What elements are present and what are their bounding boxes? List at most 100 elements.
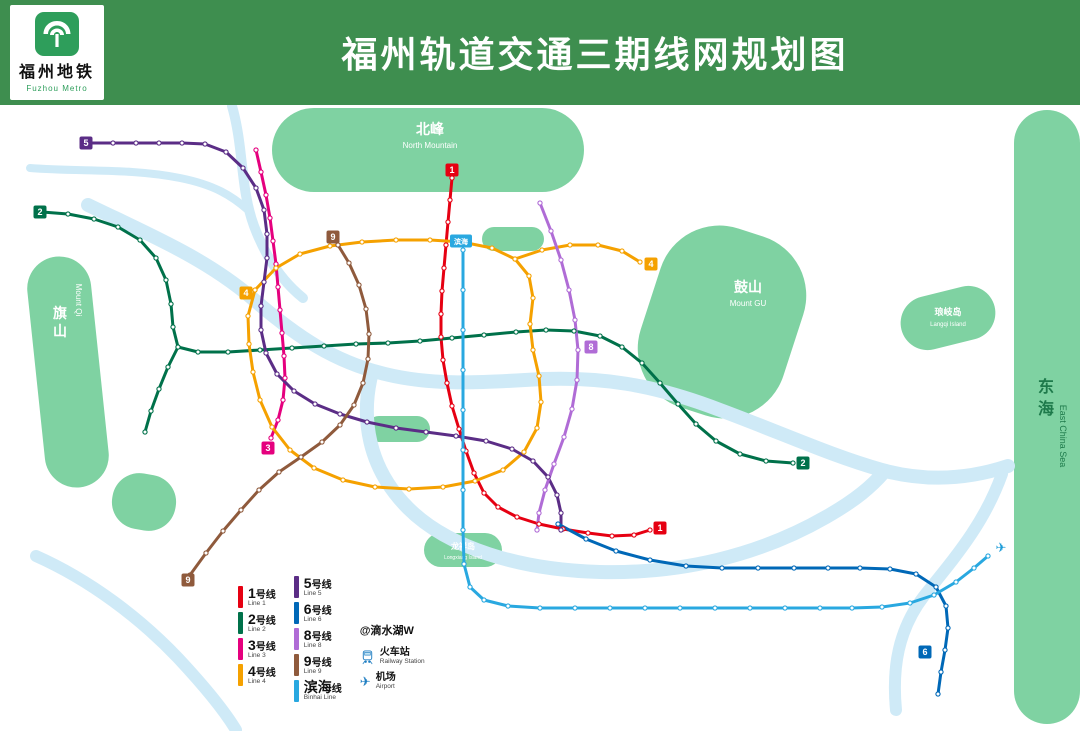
station-dot bbox=[817, 605, 823, 611]
legend-line-name: 3号线 bbox=[248, 636, 276, 653]
station-dot bbox=[585, 530, 591, 536]
station-dot bbox=[566, 287, 572, 293]
river-2 bbox=[30, 550, 242, 731]
station-dot bbox=[495, 504, 501, 510]
legend-line-name: 滨海线 bbox=[303, 678, 342, 695]
station-dot bbox=[269, 424, 275, 430]
legend-line-name: 9号线 bbox=[303, 652, 332, 669]
station-dot bbox=[943, 603, 949, 609]
station-dot bbox=[156, 140, 162, 146]
line-3-path bbox=[254, 148, 287, 440]
station-dot bbox=[238, 507, 244, 513]
line-bh-path bbox=[461, 248, 990, 610]
station-dot bbox=[460, 487, 466, 493]
station-dot bbox=[443, 242, 449, 248]
station-dot bbox=[567, 242, 573, 248]
station-dot bbox=[572, 605, 578, 611]
station-dot bbox=[280, 397, 286, 403]
legend-airport-label: 机场 bbox=[375, 672, 396, 684]
station-dot bbox=[530, 295, 536, 301]
legend-line-name-en: Line 1 bbox=[248, 600, 266, 608]
station-dot bbox=[571, 328, 577, 334]
station-dot bbox=[366, 331, 372, 337]
station-dot bbox=[153, 255, 159, 261]
page-title: 福州轨道交通三期线网规划图 bbox=[341, 34, 849, 75]
line-4-badge bbox=[239, 286, 253, 300]
station-dot bbox=[253, 185, 259, 191]
station-dot bbox=[257, 397, 263, 403]
station-dot bbox=[609, 533, 615, 539]
header: 福州地铁 Fuzhou Metro 福州轨道交通三期线网规划图 bbox=[0, 0, 1080, 105]
station-dot bbox=[364, 419, 370, 425]
station-dot bbox=[268, 435, 274, 441]
legend-color-bar bbox=[293, 680, 299, 702]
station-dot bbox=[115, 224, 121, 230]
station-dot bbox=[536, 373, 542, 379]
station-dot bbox=[417, 338, 423, 344]
station-dot bbox=[472, 478, 478, 484]
station-dot bbox=[406, 486, 412, 492]
station-dot bbox=[461, 561, 467, 567]
station-dot bbox=[148, 408, 154, 414]
metro-logo: 福州地铁 Fuzhou Metro bbox=[10, 5, 104, 100]
station-dot bbox=[246, 341, 252, 347]
river-5 bbox=[26, 164, 252, 214]
badge-label: 2 bbox=[800, 458, 805, 468]
region-mount-gu bbox=[637, 225, 807, 419]
station-dot bbox=[277, 307, 283, 313]
station-dot bbox=[321, 343, 327, 349]
region-hill-east-center bbox=[482, 227, 544, 251]
station-dot bbox=[791, 565, 797, 571]
station-dot bbox=[481, 332, 487, 338]
station-dot bbox=[825, 565, 831, 571]
legend-line-name-en: Line 2 bbox=[248, 626, 266, 634]
station-dot bbox=[530, 458, 536, 464]
station-dot bbox=[619, 344, 625, 350]
legend-color-bar bbox=[293, 576, 299, 598]
station-dot bbox=[558, 527, 564, 533]
station-dot bbox=[575, 347, 581, 353]
station-dot bbox=[460, 247, 466, 253]
station-dot bbox=[137, 237, 143, 243]
station-dot bbox=[175, 344, 181, 350]
station-dot bbox=[945, 625, 951, 631]
station-dot bbox=[931, 592, 937, 598]
legend-color-bar bbox=[238, 638, 243, 660]
railway-station-icon bbox=[362, 650, 373, 664]
station-dot bbox=[337, 422, 343, 428]
badge-label: 9 bbox=[330, 232, 335, 242]
river-0 bbox=[81, 198, 1015, 485]
station-dot bbox=[530, 347, 536, 353]
legend-line-name-en: Line 9 bbox=[303, 668, 322, 676]
station-dot bbox=[607, 605, 613, 611]
badge-label: 4 bbox=[243, 288, 248, 298]
legend-extra-column: @滴水湖W 火车站 Railway Station ✈ 机场 Airport bbox=[360, 622, 450, 706]
legend-line-name-en: Line 3 bbox=[248, 652, 266, 660]
station-dot bbox=[168, 301, 174, 307]
station-dot bbox=[360, 380, 366, 386]
station-dot bbox=[971, 565, 977, 571]
legend-color-bar bbox=[238, 612, 243, 634]
station-dot bbox=[133, 140, 139, 146]
station-dot bbox=[65, 211, 71, 217]
station-dot bbox=[281, 353, 287, 359]
station-dot bbox=[393, 425, 399, 431]
legend-color-bar bbox=[238, 586, 243, 608]
station-dot bbox=[583, 536, 589, 542]
station-dot bbox=[256, 487, 262, 493]
station-dot bbox=[274, 371, 280, 377]
station-dot bbox=[887, 566, 893, 572]
legend-railway-label-en: Railway Station bbox=[379, 657, 425, 665]
station-dot bbox=[261, 207, 267, 213]
station-dot bbox=[534, 425, 540, 431]
station-dot bbox=[561, 434, 567, 440]
station-dot bbox=[311, 465, 317, 471]
region-label: Mount Qi bbox=[74, 284, 83, 317]
station-dot bbox=[521, 449, 527, 455]
legend-color-bar bbox=[293, 654, 299, 676]
